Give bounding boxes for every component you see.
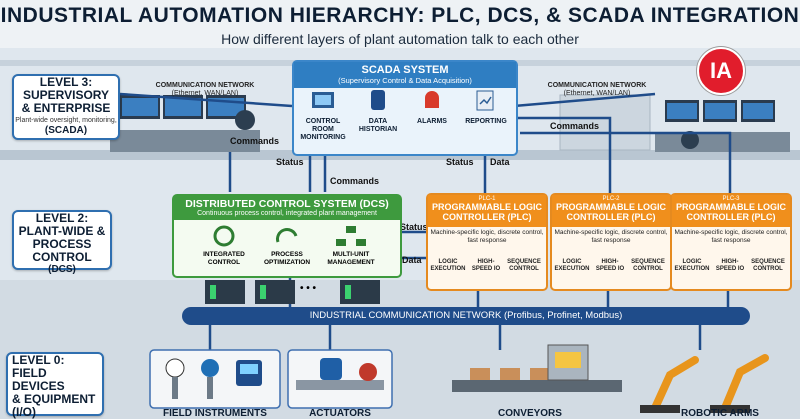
plc-3-feature-sequence: SEQUENCE CONTROL	[751, 259, 785, 272]
dcs-feature-multi-unit: MULTI-UNIT MANAGEMENT	[327, 251, 375, 266]
level2-line3: PROCESS CONTROL	[32, 237, 92, 264]
comm-network-right-sub: (Ethernet, WAN/LAN)	[563, 90, 631, 97]
plc-1-feature-io: HIGH-SPEED IO	[471, 259, 501, 272]
plc-1-box: PLC-1 PROGRAMMABLE LOGIC CONTROLLER (PLC…	[426, 193, 548, 291]
label-data-right: Data	[490, 157, 510, 167]
comm-network-left-label: COMMUNICATION NETWORK	[155, 82, 255, 89]
scada-subtitle: (Supervisory Control & Data Acquisition)	[338, 76, 472, 85]
plc-2-num: PLC-2	[602, 196, 620, 202]
level0-tag: (I/O)	[12, 405, 36, 419]
label-robotic-arms: ROBOTIC ARMS	[681, 408, 759, 419]
level0-line2: FIELD DEVICES	[12, 366, 65, 393]
plc-3-title1: PROGRAMMABLE LOGIC	[676, 202, 786, 212]
label-commands-left: Commands	[230, 136, 280, 146]
dcs-ellipsis: • • •	[300, 283, 317, 294]
label-commands-right: Commands	[550, 121, 600, 131]
plc-1-title2: CONTROLLER (PLC)	[442, 212, 532, 222]
label-status-dcs: Status	[400, 222, 428, 232]
robotic-arms-illustration	[640, 354, 769, 413]
dcs-feature-integrated: INTEGRATED CONTROL	[203, 251, 245, 266]
plc-3-title2: CONTROLLER (PLC)	[686, 212, 776, 222]
scada-feature-control-room: CONTROL ROOM MONITORING	[300, 118, 346, 141]
plc-2-title2: CONTROLLER (PLC)	[566, 212, 656, 222]
operator-figure	[235, 110, 255, 130]
plc-1-title1: PROGRAMMABLE LOGIC	[432, 202, 542, 212]
level3-desc: Plant-wide oversight, monitoring,	[15, 117, 117, 124]
level3-line3: & ENTERPRISE	[21, 101, 111, 115]
label-commands-mid: Commands	[330, 176, 380, 186]
plc-2-feature-io: HIGH-SPEED IO	[595, 259, 625, 272]
scada-feature-historian: DATA HISTORIAN	[358, 118, 398, 133]
label-actuators: ACTUATORS	[309, 408, 371, 419]
field-instruments-illustration	[149, 349, 281, 409]
label-status-mid: Status	[276, 157, 304, 167]
plc-3-feature-io: HIGH-SPEED IO	[715, 259, 745, 272]
hierarchy-icon	[346, 226, 356, 233]
scada-box: SCADA SYSTEM (Supervisory Control & Data…	[292, 60, 518, 156]
plc-2-feature-sequence: SEQUENCE CONTROL	[631, 259, 665, 272]
industrial-network-bar: INDUSTRIAL COMMUNICATION NETWORK (Profib…	[182, 307, 750, 325]
label-status-right: Status	[446, 157, 474, 167]
label-field-instruments: FIELD INSTRUMENTS	[163, 408, 267, 419]
page-title: INDUSTRIAL AUTOMATION HIERARCHY: PLC, DC…	[0, 4, 800, 27]
gear-icon	[213, 225, 235, 247]
plc-2-box: PLC-2 PROGRAMMABLE LOGIC CONTROLLER (PLC…	[550, 193, 672, 291]
scada-title: SCADA SYSTEM	[361, 64, 449, 76]
dcs-subtitle: Continuous process control, integrated p…	[197, 210, 377, 217]
plc-3-num: PLC-3	[722, 196, 740, 202]
level0-box: LEVEL 0: FIELD DEVICES & EQUIPMENT (I/O)	[6, 352, 104, 419]
plc-3-box: PLC-3 PROGRAMMABLE LOGIC CONTROLLER (PLC…	[670, 193, 792, 291]
comm-network-left-sub: (Ethernet, WAN/LAN)	[171, 90, 239, 97]
plc-1-feature-logic: LOGIC EXECUTION	[430, 259, 466, 272]
level2-tag: (DCS)	[48, 264, 76, 275]
level2-line2: PLANT-WIDE &	[18, 224, 106, 238]
level0-line1: LEVEL 0:	[12, 353, 65, 367]
level3-line1: LEVEL 3:	[39, 75, 93, 89]
operator-figure	[681, 131, 699, 149]
plc-1-desc: Machine-specific logic, discrete control…	[430, 229, 544, 244]
conveyor-illustration	[452, 344, 622, 392]
alarm-icon	[425, 91, 439, 108]
label-data-dcs: Data	[402, 255, 422, 265]
level3-box: LEVEL 3: SUPERVISORY & ENTERPRISE Plant-…	[12, 74, 120, 140]
label-conveyors: CONVEYORS	[498, 408, 562, 419]
plc-1-num: PLC-1	[478, 196, 496, 202]
ia-logo: IA	[697, 47, 745, 95]
plc-3-feature-logic: LOGIC EXECUTION	[674, 259, 710, 272]
dcs-title: DISTRIBUTED CONTROL SYSTEM (DCS)	[185, 198, 389, 210]
plc-3-desc: Machine-specific logic, discrete control…	[674, 229, 788, 244]
level2-line1: LEVEL 2:	[35, 211, 89, 225]
dcs-box: DISTRIBUTED CONTROL SYSTEM (DCS) Continu…	[172, 194, 402, 278]
plc-2-desc: Machine-specific logic, discrete control…	[554, 229, 668, 244]
optimization-icon	[276, 228, 298, 243]
comm-network-right-label: COMMUNICATION NETWORK	[547, 82, 647, 89]
actuators-illustration	[287, 349, 393, 409]
scada-feature-alarms: ALARMS	[417, 118, 447, 125]
database-icon	[371, 90, 385, 110]
plc-2-title1: PROGRAMMABLE LOGIC	[556, 202, 666, 212]
level2-box: LEVEL 2: PLANT-WIDE & PROCESS CONTROL (D…	[12, 210, 112, 275]
level0-line3: & EQUIPMENT	[12, 392, 96, 406]
dcs-cabinets	[205, 280, 380, 304]
plc-2-feature-logic: LOGIC EXECUTION	[554, 259, 590, 272]
page-subtitle: How different layers of plant automation…	[221, 31, 579, 47]
level3-tag: (SCADA)	[44, 125, 88, 136]
dcs-feature-optimization: PROCESS OPTIMIZATION	[263, 251, 311, 266]
scada-feature-reporting: REPORTING	[465, 118, 507, 125]
plc-1-feature-sequence: SEQUENCE CONTROL	[507, 259, 541, 272]
level3-line2: SUPERVISORY	[22, 88, 110, 102]
